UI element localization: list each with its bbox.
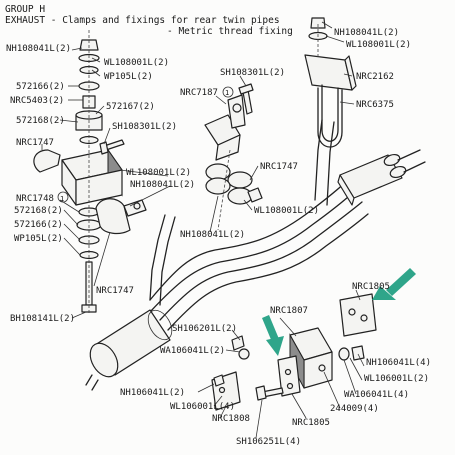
label-nh108041l-top-left: NH108041L(2) [6,44,72,54]
label-nh108041l-mid-left: NH108041L(2) [130,180,196,190]
label-nrc1807: NRC1807 [270,306,308,316]
diagram-title: EXHAUST - Clamps and fixings for rear tw… [5,15,280,26]
label-572168-top-left: 572168(2) [16,116,65,126]
label-bh108141l: BH108141L(2) [10,314,76,324]
label-nh108041l-top-right: NH108041L(2) [334,28,400,38]
arrow-right-head-icon [372,286,396,300]
label-nh106041l-bottom: NH106041L(2) [120,388,186,398]
label-nrc1747-centre: NRC1747 [260,162,298,172]
label-wa106041l-right: WA106041L(4) [344,390,410,400]
label-wl108001l-mid-left: WL108001L(2) [126,168,192,178]
callout-marker-1 [222,86,234,98]
centre-clamp-assembly [204,83,263,231]
label-nh106041l-right: NH106041L(4) [366,358,432,368]
front-mount-stack [33,30,147,315]
label-nrc1747-top-left: NRC1747 [16,138,54,148]
label-wl106001l-right: WL106001L(2) [364,374,430,384]
arrow-lower-icon [262,315,279,342]
label-nrc1808: NRC1808 [212,414,250,424]
label-572166-bottom-left: 572166(2) [14,220,63,230]
label-nh108041l-centre: NH108041L(2) [180,230,246,240]
callout-number-lower: 1 [60,195,65,203]
callout-marker-1-lower [57,191,69,203]
arrow-right-icon [386,268,416,296]
label-wp105l-bottom-left: WP105L(2) [14,234,63,244]
label-572166-top-left: 572166(2) [16,82,65,92]
diagram-subtitle: - Metric thread fixing [167,26,293,37]
label-572167: 572167(2) [106,102,155,112]
label-572168-bottom-left: 572168(2) [14,206,63,216]
label-sh106251l: SH106251L(4) [236,437,302,447]
label-wl106001l-bottom: WL106001L(4) [170,402,236,412]
lower-rubber-block [211,327,365,411]
rear-hanger-assembly [304,17,357,148]
label-nrc1805-bottom: NRC1805 [292,418,330,428]
label-nrc1805-right: NRC1805 [352,282,390,292]
label-nrc5403: NRC5403(2) [10,96,65,106]
label-nrc2162: NRC2162 [356,72,394,82]
label-244009: 244009(4) [330,404,379,414]
label-nrc6375: NRC6375 [356,100,394,110]
twin-exhaust-pipes [149,119,369,331]
label-sh108301l-left: SH108301L(2) [112,122,178,132]
label-wl108001l-top-right: WL108001L(2) [346,40,412,50]
group-heading: GROUP H [5,4,46,15]
highlight-arrows [262,268,416,356]
label-nrc1748: NRC1748 [16,194,54,204]
label-wa106041l-centre: WA106041L(2) [160,346,226,356]
leader-lines [41,21,365,439]
rear-silencer [337,149,426,206]
label-nrc7187: NRC7187 [180,88,218,98]
label-sh106201l: SH106201L(2) [172,324,238,334]
label-wl108001l-centre: WL108001L(2) [254,206,320,216]
callout-number-top: 1 [225,89,230,97]
front-silencer [85,309,173,391]
label-nrc1747-bottom-left: NRC1747 [96,286,134,296]
rear-bracket-plate [339,293,377,337]
arrow-lower-head-icon [266,336,284,356]
label-wl108001l-top-left: WL108001L(2) [104,58,170,68]
label-wp105l-top-left: WP105L(2) [104,72,153,82]
label-sh108301l-centre: SH108301L(2) [220,68,286,78]
